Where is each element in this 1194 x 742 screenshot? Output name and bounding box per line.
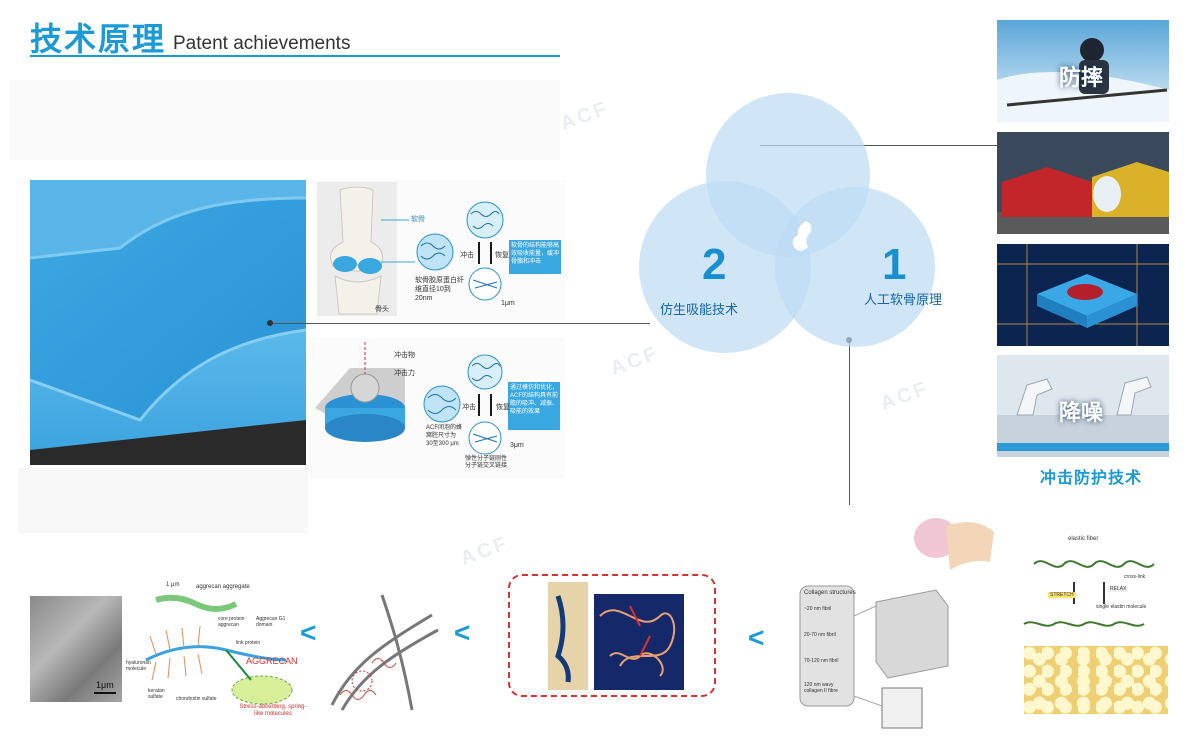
- page-subtitle: Patent achievements: [173, 33, 351, 54]
- highlight-box: [508, 574, 716, 697]
- connector-line: [760, 145, 1000, 146]
- collagen-level: 70-120 nm fibril: [804, 658, 839, 664]
- page-title: 技术原理: [30, 20, 167, 58]
- connector-line: [270, 323, 650, 324]
- scale-label: 3μm: [510, 442, 524, 449]
- collagen-title: Collagen structures: [804, 590, 856, 596]
- applications-caption: 冲击防护技术: [1040, 470, 1143, 487]
- cartilage-info-box: 软骨的结构能够高效吸收能量，缓冲骨骼和冲击: [511, 243, 560, 265]
- application-chip-image: [997, 244, 1169, 346]
- application-label: 防摔: [1059, 65, 1104, 90]
- elastic-fiber-label: elastic fiber: [1068, 536, 1099, 542]
- connector-line: [849, 340, 850, 505]
- impact-label: 冲击: [460, 252, 474, 259]
- acf-info-box: 通过模仿和优化，ACF的结构具有前瞻的吸冲、减振、吸能的效果: [510, 385, 559, 415]
- venn-right-number: 1: [882, 240, 907, 289]
- collagen-level: 120 nm wavy collagen II fibre: [804, 682, 838, 694]
- collagen-level: 20-70 nm fibril: [804, 632, 836, 638]
- recover-label: 恢复: [496, 404, 510, 411]
- cartilage-label: 软骨: [411, 216, 425, 223]
- bone-label: 骨头: [375, 306, 389, 313]
- faint-band: [10, 80, 560, 160]
- venn-left-number: 2: [702, 240, 727, 289]
- chondroitin-label: chondroitin sulfate: [176, 696, 217, 702]
- cross-link-label: cross-link: [1124, 574, 1146, 580]
- faint-band: [18, 468, 308, 533]
- impact-force-label: 冲击力: [394, 370, 415, 377]
- impact-object-label: 冲击物: [394, 352, 415, 359]
- recover-label: 恢复: [495, 252, 509, 259]
- flow-chevron-icon: <: [454, 617, 471, 648]
- scale-label: 1μm: [501, 300, 515, 307]
- g1-domain-label: Aggrecan G1 domain: [256, 616, 286, 628]
- electron-micrograph: 1μm: [30, 596, 122, 702]
- cell-size-label: ACF闭泡的蜂窝腔尺寸为30至300 μm: [426, 425, 463, 447]
- application-car-crash-image: [997, 132, 1169, 234]
- scale-label: 1μm: [96, 680, 114, 690]
- hyaluronan-label: hyaluronan molecule: [126, 660, 151, 672]
- title-underline: [30, 55, 560, 57]
- flow-chevron-icon: <: [300, 617, 317, 648]
- impact-label: 冲击: [462, 404, 476, 411]
- flow-chevron-icon: <: [748, 622, 765, 653]
- elastic-fiber-diagram: elastic fiber STRETCH RELAX single elast…: [1004, 534, 1174, 644]
- stretch-label: STRETCH: [1048, 592, 1076, 598]
- link-protein-label: link protein: [236, 640, 261, 646]
- molecular-chain-label: 弹性分子链刚性分子链交叉链接: [465, 456, 508, 469]
- foam-structure-image: [1024, 646, 1168, 714]
- watermark: ACF: [457, 532, 513, 570]
- venn-diagram: 2 仿生吸能技术 1 人工软骨原理: [630, 75, 990, 395]
- connector-dot: [267, 320, 273, 326]
- cartilage-diagram: 软骨 软骨胶原蛋白纤维直径10到20nm 冲击 恢复 骨头 软骨的结构能够高效吸…: [315, 180, 565, 320]
- acf-foam-image: [30, 180, 306, 465]
- fiber-size-label: 软骨胶原蛋白纤维直径10到20nm: [415, 277, 464, 302]
- venn-right-label: 人工软骨原理: [864, 292, 943, 307]
- acf-structure-diagram: 冲击物 冲击力 ACF闭泡的蜂窝腔尺寸为30至300 μm 冲击 恢复 通过模仿…: [310, 338, 565, 478]
- collagen-diagram: Collagen structures ~20 nm fibril 20-70 …: [796, 506, 996, 736]
- venn-left-label: 仿生吸能技术: [660, 302, 739, 317]
- watermark: ACF: [557, 97, 613, 135]
- fiber-network-diagram: [322, 585, 440, 715]
- keratan-label: keratan sulfate: [148, 688, 165, 700]
- aggregate-label: aggrecan aggregate: [196, 584, 250, 590]
- scale-label: 1 μm: [166, 582, 180, 588]
- application-factory-image: 降噪: [997, 355, 1169, 457]
- scale-bar: [94, 692, 116, 694]
- relax-label: RELAX: [1108, 586, 1129, 592]
- application-label: 降噪: [1059, 400, 1104, 425]
- single-molecule-label: single elastin molecule: [1096, 604, 1147, 610]
- aggrecan-title: AGGRECAN: [246, 656, 298, 666]
- collagen-level: ~20 nm fibril: [804, 606, 832, 612]
- aggrecan-caption: Stress-absorbing, spring-like molecules: [239, 704, 307, 717]
- core-protein-label: core protein aggrecan: [218, 616, 245, 628]
- application-ski-image: 防摔: [997, 20, 1169, 122]
- aggrecan-diagram: aggrecan aggregate 1 μm core protein agg…: [126, 580, 307, 720]
